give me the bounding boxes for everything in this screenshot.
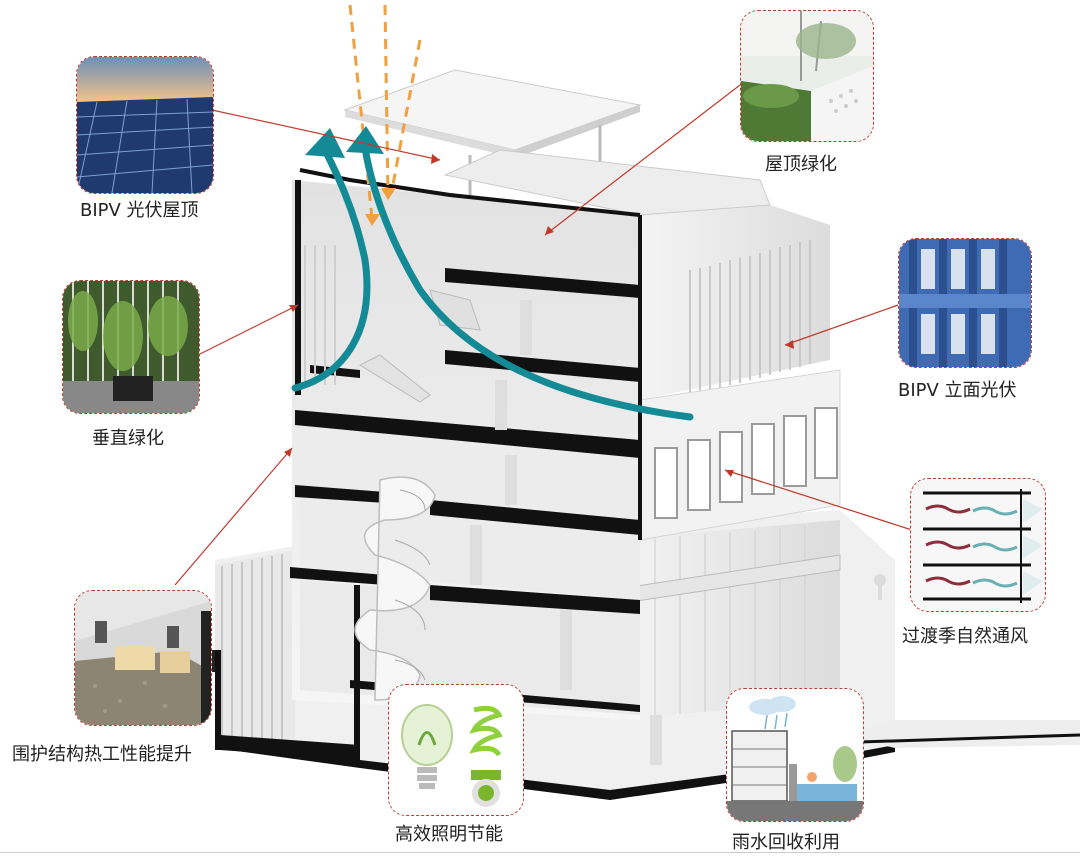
bottom-divider: [0, 852, 1080, 853]
bipv-facade-label: BIPV 立面光伏: [898, 380, 1017, 401]
bipv-facade-photo: [898, 238, 1032, 368]
vertical-green-label: 垂直绿化: [92, 428, 164, 449]
lighting-photo: [388, 684, 524, 816]
natural-vent-diagram: [910, 478, 1046, 612]
natural-vent-label: 过渡季自然通风: [902, 626, 1028, 647]
lighting-label: 高效照明节能: [395, 824, 503, 845]
roof-green-photo: [740, 10, 874, 142]
bipv-roof-photo: [76, 56, 214, 194]
rainwater-diagram: [726, 688, 864, 822]
roof-green-label: 屋顶绿化: [765, 154, 837, 175]
envelope-label: 围护结构热工性能提升: [12, 744, 192, 765]
rainwater-label: 雨水回收利用: [732, 832, 840, 853]
bipv-roof-label: BIPV 光伏屋顶: [80, 200, 199, 221]
vertical-green-photo: [62, 280, 200, 414]
envelope-detail-photo: [74, 590, 212, 726]
